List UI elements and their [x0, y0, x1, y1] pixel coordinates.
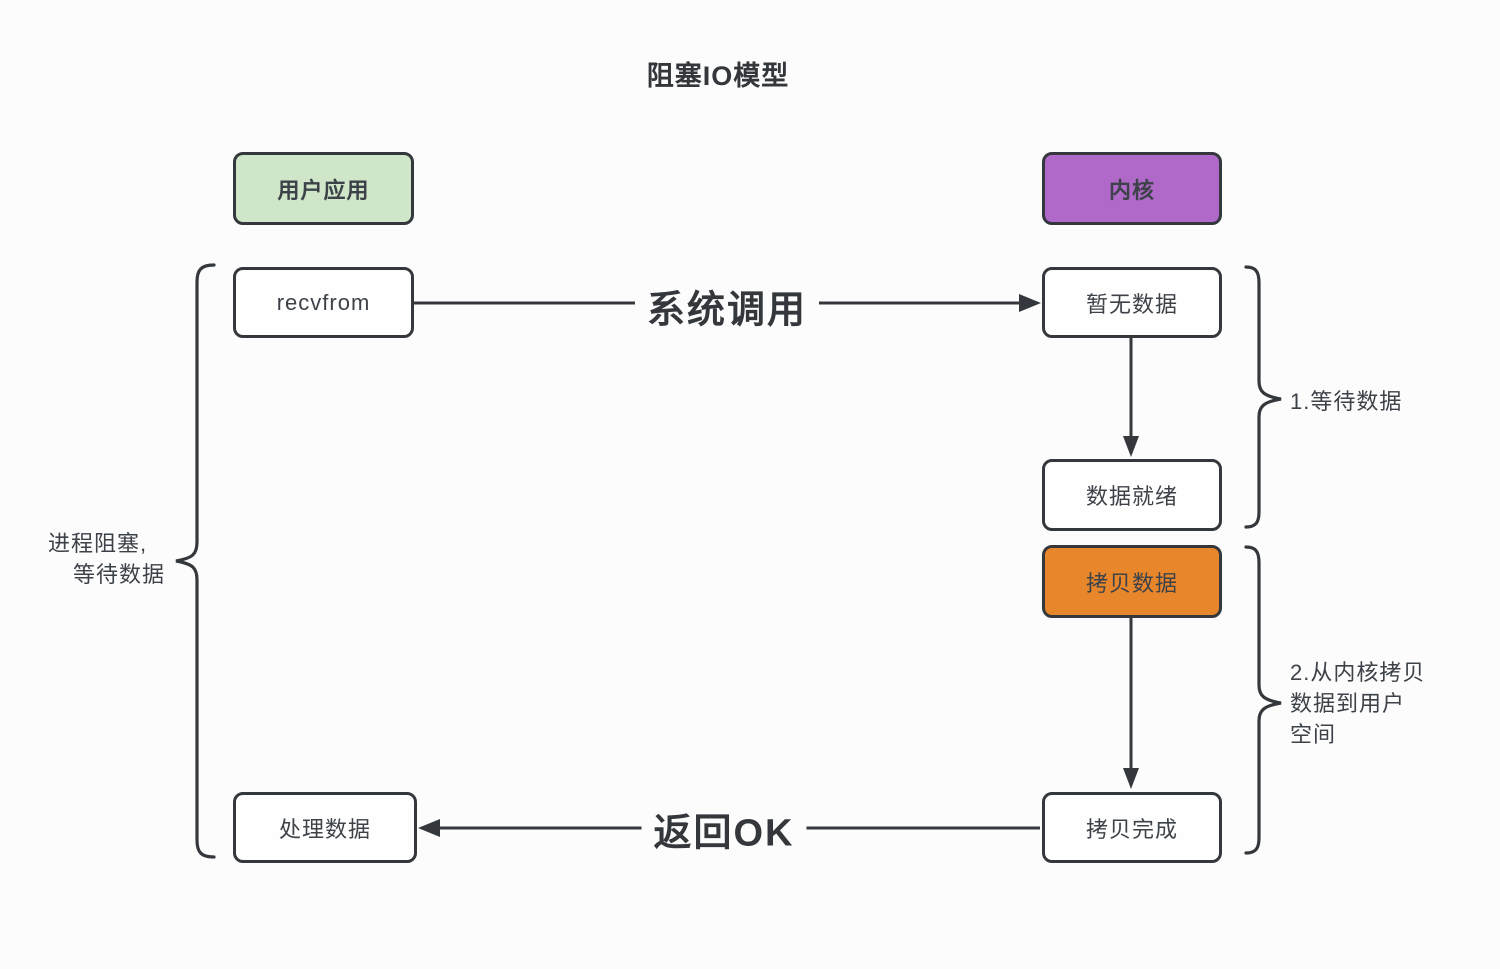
right-brace-phase2: [1244, 545, 1282, 855]
node-process-data: 处理数据: [233, 792, 417, 863]
phase1-note: 1.等待数据: [1290, 386, 1402, 417]
node-no-data-label: 暂无数据: [1085, 291, 1178, 317]
return-ok-arrowhead-icon: [418, 819, 440, 837]
node-copy-done-label: 拷贝完成: [1085, 816, 1178, 842]
node-kernel-label: 内核: [1108, 177, 1155, 203]
return-ok-label: 返回OK: [641, 801, 807, 857]
phase2-note: 2.从内核拷贝 数据到用户 空间: [1290, 657, 1425, 750]
node-recvfrom-label: recvfrom: [276, 289, 371, 315]
node-kernel: 内核: [1042, 152, 1222, 225]
process-block-note-line2: 等待数据: [73, 562, 166, 587]
phase2-note-line1: 2.从内核拷贝: [1290, 660, 1426, 685]
process-block-note: 进程阻塞, 等待数据: [48, 528, 165, 590]
copy-arrowhead-icon: [1123, 768, 1139, 789]
system-call-arrowhead-icon: [1019, 294, 1041, 312]
phase1-note-label: 1.等待数据: [1290, 389, 1403, 414]
node-data-ready: 数据就绪: [1042, 459, 1222, 531]
left-brace: [175, 263, 216, 859]
node-user-app-label: 用户应用: [277, 177, 370, 203]
node-process-data-label: 处理数据: [278, 816, 371, 842]
node-copy-data: 拷贝数据: [1042, 545, 1222, 618]
node-no-data: 暂无数据: [1042, 267, 1222, 338]
phase2-note-line3: 空间: [1290, 722, 1337, 747]
page-title: 阻塞IO模型: [646, 61, 790, 91]
phase2-note-line2: 数据到用户: [1290, 691, 1406, 716]
node-copy-data-label: 拷贝数据: [1085, 570, 1178, 596]
node-recvfrom: recvfrom: [233, 267, 414, 338]
right-brace-phase1: [1244, 265, 1282, 529]
system-call-label: 系统调用: [634, 278, 820, 334]
node-copy-done: 拷贝完成: [1042, 792, 1222, 863]
node-data-ready-label: 数据就绪: [1085, 484, 1178, 509]
process-block-note-line1: 进程阻塞,: [48, 531, 148, 556]
wait-arrowhead-icon: [1123, 436, 1139, 457]
node-user-app: 用户应用: [233, 152, 414, 225]
